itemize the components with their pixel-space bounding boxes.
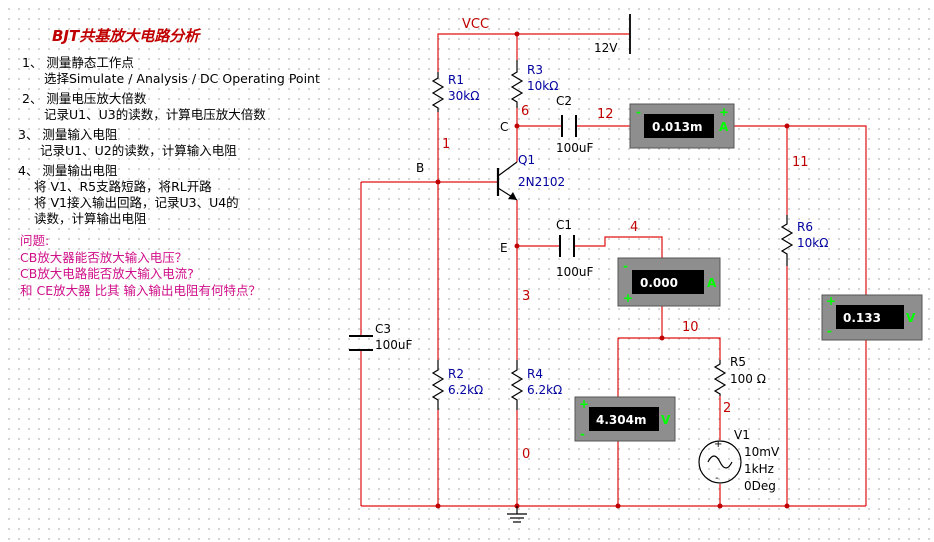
svg-text:R5: R5 [730,355,746,369]
instruction-4-detail-1: 将 V1、R5支路短路，将RL开路 [34,179,212,194]
svg-text:C2: C2 [556,94,572,108]
svg-text:10kΩ: 10kΩ [797,236,828,250]
resistor-r6[interactable]: R6 10kΩ [780,215,828,266]
instruction-3-detail: 记录U1、U2的读数，计算输入电阻 [40,143,237,158]
svg-text:+: + [826,294,836,308]
vcc-label: VCC [462,17,489,32]
svg-text:+: + [579,397,589,411]
meter-reading: 0.013m [652,120,702,134]
questions-title: 问题: [20,233,49,248]
svg-text:C3: C3 [375,322,391,336]
meter-unit: V [906,311,916,325]
instruction-1: 1、 测量静态工作点 [22,55,134,70]
ammeter-top[interactable]: 0.013m A - + [629,103,735,149]
net-label-11: 11 [792,155,809,170]
svg-text:C1: C1 [556,218,572,232]
svg-text:6.2kΩ: 6.2kΩ [527,383,562,397]
page-title: BJT共基放大电路分析 [52,27,201,45]
meter-reading: 0.000 [640,276,678,290]
instruction-4-detail-3: 读数，计算输出电阻 [34,211,147,226]
transistor-q1[interactable]: Q1 2N2102 [496,153,565,201]
meter-unit: A [719,120,729,134]
net-label-2: 2 [723,401,731,416]
svg-text:+: + [714,439,722,450]
instruction-4-detail-2: 将 V1接入输出回路，记录U3、U4的 [34,195,239,210]
capacitor-c1[interactable]: C1 100uF [556,218,594,279]
svg-text:+: + [719,105,729,119]
svg-text:1kHz: 1kHz [744,462,774,476]
svg-text:100uF: 100uF [556,141,594,155]
node-label-c: C [500,120,508,134]
ac-source-v1[interactable]: + - V1 10mV 1kHz 0Deg [698,428,780,493]
instruction-1-detail: 选择Simulate / Analysis / DC Operating Poi… [44,71,320,86]
question-1: CB放大器能否放大输入电压？ [20,250,187,265]
node-label-b: B [416,161,424,175]
meter-reading: 4.304m [596,413,646,427]
instruction-2-detail: 记录U1、U3的读数，计算电压放大倍数 [44,107,266,122]
wires [360,33,867,507]
svg-text:-: - [636,105,641,119]
resistor-r3[interactable]: R3 10kΩ [510,60,558,108]
svg-text:V1: V1 [734,428,750,442]
instruction-3: 3、 测量输入电阻 [18,127,118,142]
svg-text:R3: R3 [527,63,543,77]
vcc-value: 12V [594,41,618,55]
svg-text:R1: R1 [448,73,464,87]
capacitor-c2[interactable]: C2 100uF [556,94,594,155]
svg-text:0Deg: 0Deg [744,479,776,493]
svg-text:R6: R6 [797,220,813,234]
resistor-r4[interactable]: R4 6.2kΩ [510,360,562,410]
instruction-4: 4、 测量输出电阻 [18,163,118,178]
ground-icon [507,506,527,523]
svg-text:Q1: Q1 [518,153,535,167]
net-label-6: 6 [521,104,529,119]
capacitor-c3[interactable]: C3 100uF [349,322,413,352]
resistor-r2[interactable]: R2 6.2kΩ [431,360,483,410]
voltmeter-right[interactable]: 0.133 V + - [821,294,923,341]
voltmeter-left[interactable]: 4.304m V + - [574,396,676,442]
meter-unit: V [661,413,671,427]
net-label-10: 10 [682,320,699,335]
svg-text:+: + [623,291,633,305]
svg-text:10kΩ: 10kΩ [527,79,558,93]
svg-text:2N2102: 2N2102 [518,175,565,189]
svg-text:-: - [580,427,585,441]
question-3: 和 CE放大器 比其 输入输出电阻有何特点？ [20,283,261,298]
svg-text:-: - [827,324,832,338]
svg-text:100 Ω: 100 Ω [730,372,766,386]
svg-text:-: - [623,259,628,273]
meter-reading: 0.133 [843,311,881,325]
resistor-r1[interactable]: R1 30kΩ [431,72,479,112]
svg-text:10mV: 10mV [744,445,780,459]
net-label-4: 4 [630,220,638,235]
svg-text:6.2kΩ: 6.2kΩ [448,383,483,397]
net-label-3: 3 [522,289,530,304]
net-label-0: 0 [522,447,530,462]
meter-unit: A [707,276,717,290]
svg-text:-: - [715,473,719,484]
svg-text:R2: R2 [448,367,464,381]
node-label-e: E [500,241,508,255]
question-2: CB放大电路能否放大输入电流? [20,266,194,281]
ammeter-mid[interactable]: 0.000 A - + [617,257,721,307]
svg-text:100uF: 100uF [556,265,594,279]
resistor-r5[interactable]: R5 100 Ω [713,355,766,396]
net-label-12: 12 [597,107,614,122]
svg-text:R4: R4 [527,367,543,381]
svg-text:30kΩ: 30kΩ [448,89,479,103]
svg-text:100uF: 100uF [375,338,413,352]
instruction-2: 2、 测量电压放大倍数 [22,91,147,106]
vcc-supply[interactable]: VCC 12V [462,14,631,55]
net-label-1: 1 [442,137,450,152]
